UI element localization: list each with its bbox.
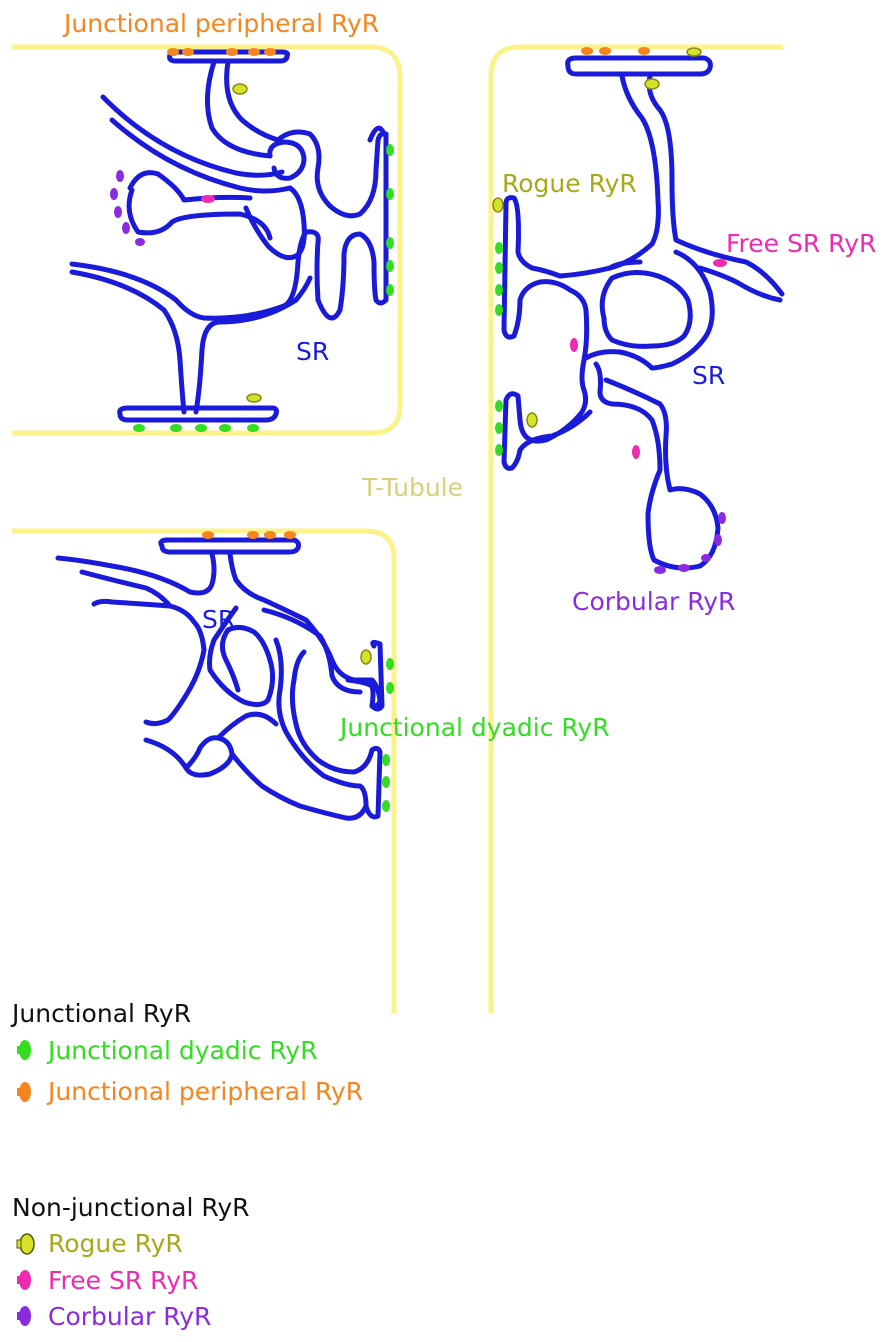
legend-label-dyadic: Junctional dyadic RyR xyxy=(46,1036,318,1065)
label-junctional-peripheral: Junctional peripheral RyR xyxy=(62,9,379,38)
legend-free-icon-stem xyxy=(17,1276,21,1284)
label-sr-bottom: SR xyxy=(202,605,235,634)
label-sr-top: SR xyxy=(296,337,329,366)
label-corbular: Corbular RyR xyxy=(572,587,735,616)
sr-network-top-left xyxy=(72,52,386,420)
legend-label-corbular: Corbular RyR xyxy=(48,1302,211,1331)
t-tubule-membranes xyxy=(12,47,783,1013)
legend-peripheral-icon-stem xyxy=(17,1088,21,1096)
label-sr-right: SR xyxy=(692,361,725,390)
label-free-sr: Free SR RyR xyxy=(726,229,876,258)
legend-label-free-sr: Free SR RyR xyxy=(48,1266,198,1295)
legend-corbular-icon-stem xyxy=(17,1312,21,1320)
sr-network-bottom-left xyxy=(58,540,382,818)
legend-heading-junctional: Junctional RyR xyxy=(10,999,191,1028)
label-t-tubule: T-Tubule xyxy=(361,473,463,502)
legend-dyadic-icon-stem xyxy=(17,1046,21,1054)
label-junctional-dyadic: Junctional dyadic RyR xyxy=(338,713,610,742)
sr-network-right xyxy=(504,58,782,568)
legend-rogue-icon-stem xyxy=(17,1240,21,1248)
ryr-free-markers xyxy=(201,195,727,459)
legend-label-peripheral: Junctional peripheral RyR xyxy=(46,1077,363,1106)
legend-label-rogue: Rogue RyR xyxy=(48,1229,183,1258)
label-rogue: Rogue RyR xyxy=(502,169,637,198)
legend-rogue-icon xyxy=(20,1234,34,1254)
legend-heading-nonjunctional: Non-junctional RyR xyxy=(12,1193,250,1222)
legend: Junctional RyR Junctional dyadic RyR Jun… xyxy=(10,999,363,1331)
